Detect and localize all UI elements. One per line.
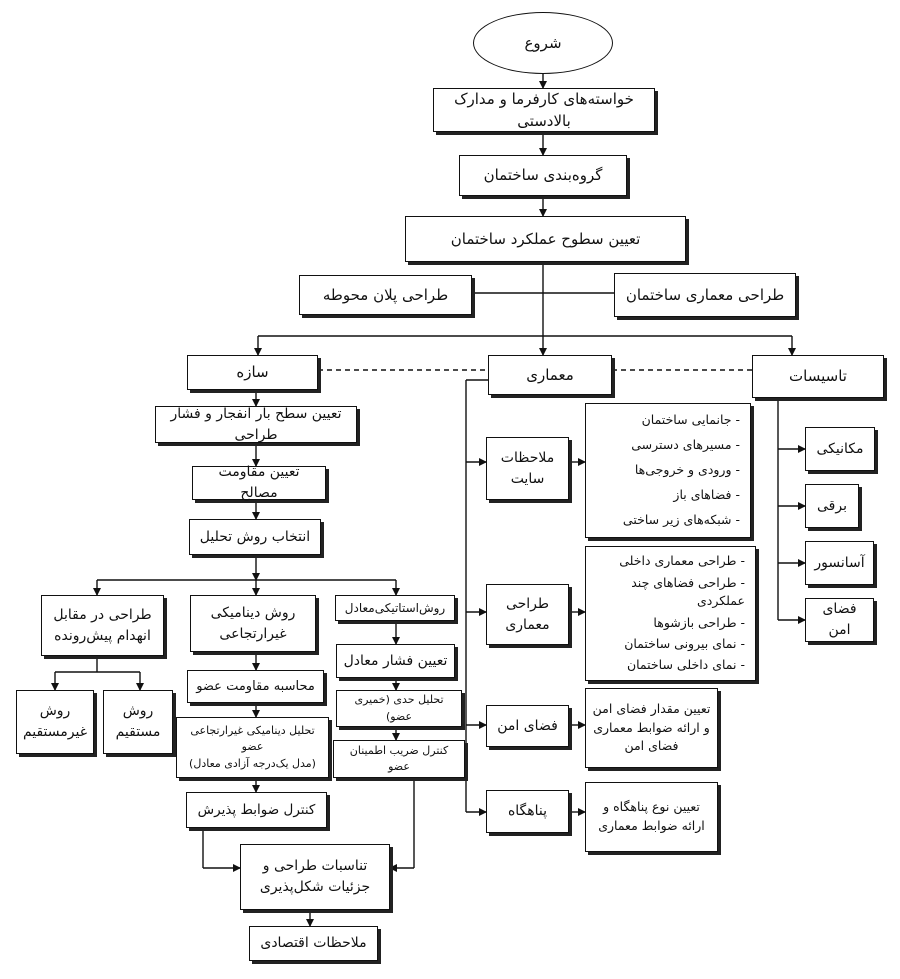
start-terminal: شروع — [473, 12, 613, 74]
method-label-line: غیرمستقیم — [22, 724, 88, 740]
blast-load-label: تعیین سطح بار انفجار و فشار طراحی — [170, 405, 342, 443]
equivalent-pressure-label: تعیین فشار معادل — [343, 652, 448, 669]
arch-design-label: طراحی معماری ساختمان — [625, 285, 785, 304]
direct-method-box: روش مستقیم — [103, 690, 173, 754]
shelter-details: تعیین نوع پناهگاه و ارائه ضوابط معماری — [585, 782, 718, 852]
item-label-line: سایت — [510, 470, 545, 487]
performance-levels-box: تعیین سطوح عملکرد ساختمان — [405, 216, 686, 262]
detail-item: طراحی فضاهای چند عملکردی — [596, 574, 745, 612]
analysis-method-box: انتخاب روش تحلیل — [189, 519, 321, 555]
client-requirements-label: خواسته‌های کارفرما و مدارک بالادستی — [454, 89, 634, 131]
installation-item: برقی — [805, 484, 859, 528]
installation-label: برقی — [817, 497, 847, 514]
item-label: پناهگاه — [507, 803, 548, 819]
acceptance-criteria-box: کنترل ضوابط پذیرش — [186, 792, 327, 828]
equivalent-pressure-box: تعیین فشار معادل — [336, 644, 455, 678]
method-label-line: انهدام پیش‌رونده — [54, 627, 151, 644]
installation-label: مکانیکی — [816, 440, 864, 457]
static-method-box: روش‌استاتیکی‌معادل — [335, 595, 455, 621]
detail-item: شبکه‌های زیر ساختی — [596, 511, 740, 530]
installation-item: آسانسور — [805, 541, 874, 585]
detail-item: مسیرهای دسترسی — [596, 436, 740, 455]
item-label-line: معماری — [505, 616, 550, 633]
detail-item: جانمایی ساختمان — [596, 411, 740, 430]
safe-space-details: تعیین مقدار فضای امن و ارائه ضوابط معمار… — [585, 688, 718, 768]
design-proportions-line: جزئیات شکل‌پذیری — [259, 879, 371, 895]
method-label-line: روش دینامیکی — [210, 604, 296, 621]
item-label-line: ملاحظات — [500, 449, 555, 466]
arch-design-box: طراحی معماری ساختمان — [614, 273, 796, 317]
architectural-design-details: طراحی معماری داخلی طراحی فضاهای چند عملک… — [585, 546, 756, 681]
architecture-box: معماری — [488, 355, 612, 395]
detail-item: فضاهای باز — [596, 486, 740, 505]
installation-label: آسانسور — [814, 554, 865, 571]
installation-item: مکانیکی — [805, 427, 875, 471]
architectural-design-box: طراحی معماری — [486, 584, 569, 645]
blast-load-box: تعیین سطح بار انفجار و فشار طراحی — [155, 406, 357, 443]
shelter-box: پناهگاه — [486, 790, 569, 833]
performance-levels-label: تعیین سطوح عملکرد ساختمان — [450, 229, 641, 248]
safety-factor-box: کنترل ضریب اطمینان عضو — [333, 740, 465, 778]
analysis-method-label: انتخاب روش تحلیل — [199, 528, 311, 545]
building-grouping-label: گروه‌بندی ساختمان — [483, 166, 603, 185]
detail-item: طراحی معماری داخلی — [596, 552, 745, 571]
safety-factor-label: کنترل ضریب اطمینان عضو — [349, 743, 449, 774]
progressive-collapse-box: طراحی در مقابل انهدام پیش‌رونده — [41, 595, 164, 656]
safe-space-box: فضای امن — [486, 705, 569, 747]
method-label-line: روش — [39, 703, 71, 719]
dynamic-method-box: روش دینامیکی غیرارتجاعی — [190, 595, 316, 652]
indirect-method-box: روش غیرمستقیم — [16, 690, 94, 754]
detail-item: ورودی و خروجی‌ها — [596, 461, 740, 480]
limit-analysis-label: تحلیل حدی (خمیری عضو) — [354, 693, 444, 723]
economic-considerations-box: ملاحظات اقتصادی — [249, 926, 378, 961]
detail-item: نمای بیرونی ساختمان — [596, 635, 745, 654]
site-plan-box: طراحی پلان محوطه — [299, 275, 472, 315]
start-label: شروع — [524, 34, 562, 52]
design-proportions-box: تناسبات طراحی و جزئیات شکل‌پذیری — [240, 844, 390, 910]
installation-label: فضای امن — [822, 601, 857, 638]
limit-analysis-box: تحلیل حدی (خمیری عضو) — [336, 690, 462, 727]
installation-item: فضای امن — [805, 598, 874, 642]
item-label-line: طراحی — [505, 595, 550, 612]
detail-item: طراحی بازشوها — [596, 614, 745, 633]
client-requirements-box: خواسته‌های کارفرما و مدارک بالادستی — [433, 88, 655, 132]
method-label-line: طراحی در مقابل — [53, 606, 152, 623]
sdof-analysis-line: تحلیل دینامیکی غیرارتجاعی عضو — [190, 723, 315, 754]
architecture-label: معماری — [526, 365, 574, 384]
detail-item: تعیین نوع پناهگاه و — [603, 799, 700, 815]
detail-item: و ارائه ضوابط معماری — [593, 719, 710, 735]
installations-box: تاسیسات — [752, 355, 884, 398]
detail-item: نمای داخلی ساختمان — [596, 656, 745, 675]
structure-box: سازه — [187, 355, 318, 390]
site-plan-label: طراحی پلان محوطه — [322, 285, 449, 304]
site-considerations-box: ملاحظات سایت — [486, 437, 569, 500]
material-strength-box: تعیین مقاومت مصالح — [192, 464, 326, 501]
method-label-line: مستقیم — [115, 724, 161, 740]
material-strength-label: تعیین مقاومت مصالح — [218, 464, 300, 501]
site-considerations-details: جانمایی ساختمان مسیرهای دسترسی ورودی و خ… — [585, 403, 751, 538]
detail-item: ارائه ضوابط معماری — [598, 818, 705, 833]
item-label: فضای امن — [497, 717, 558, 734]
structure-label: سازه — [236, 363, 269, 382]
detail-item: فضای امن — [624, 738, 679, 754]
method-label-line: غیرارتجاعی — [219, 625, 287, 642]
acceptance-criteria-label: کنترل ضوابط پذیرش — [197, 801, 316, 818]
member-resistance-box: محاسبه مقاومت عضو — [187, 670, 324, 703]
design-proportions-line: تناسبات طراحی و — [262, 858, 368, 874]
method-label-line: روش — [122, 703, 154, 719]
economic-considerations-label: ملاحظات اقتصادی — [260, 935, 367, 951]
detail-item: تعیین مقدار فضای امن — [592, 700, 711, 716]
building-grouping-box: گروه‌بندی ساختمان — [459, 155, 627, 196]
installations-label: تاسیسات — [789, 367, 847, 386]
static-method-label: روش‌استاتیکی‌معادل — [344, 601, 446, 615]
member-resistance-label: محاسبه مقاومت عضو — [196, 678, 315, 694]
sdof-analysis-line: (مدل یک‌درجه آزادی معادل) — [189, 756, 316, 770]
sdof-analysis-box: تحلیل دینامیکی غیرارتجاعی عضو (مدل یک‌در… — [176, 717, 329, 778]
